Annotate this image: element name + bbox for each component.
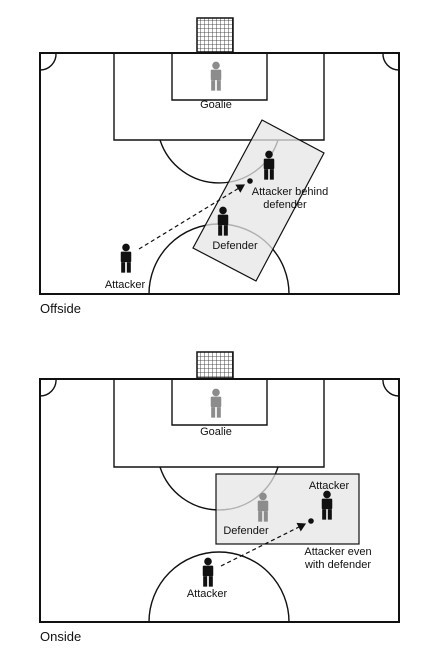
onside-zone bbox=[215, 473, 360, 545]
attacker-even-label-line1: Attacker even bbox=[304, 546, 371, 558]
attacker-even-label-line2: with defender bbox=[304, 559, 371, 571]
ball bbox=[247, 178, 253, 184]
attacker-top-label: Attacker bbox=[309, 480, 350, 492]
attacker-label: Attacker bbox=[187, 588, 228, 600]
field-boundary bbox=[39, 378, 400, 623]
corner-arc-left bbox=[39, 52, 57, 71]
onside-caption: Onside bbox=[40, 629, 81, 644]
onside-diagram: Goalie Attacker Defender Attacker even w… bbox=[39, 351, 400, 644]
goalie-label: Goalie bbox=[200, 99, 232, 111]
corner-arc-right bbox=[382, 378, 400, 397]
attacker-figure bbox=[120, 243, 132, 273]
corner-arc-left bbox=[39, 378, 57, 397]
goalie-label: Goalie bbox=[200, 426, 232, 438]
goal-box bbox=[171, 379, 268, 426]
penalty-box bbox=[113, 53, 325, 141]
attacker-behind-label-line1: Attacker behind bbox=[252, 186, 328, 198]
goal-net bbox=[196, 351, 234, 379]
center-circle bbox=[148, 551, 290, 623]
attacker-label: Attacker bbox=[105, 279, 146, 291]
ball bbox=[308, 518, 314, 524]
goalie-figure bbox=[210, 61, 222, 91]
penalty-box bbox=[113, 379, 325, 468]
offside-diagram: Goalie Attacker behind defender Defender… bbox=[39, 17, 400, 316]
goalie-figure bbox=[210, 388, 222, 418]
defender-label: Defender bbox=[212, 240, 258, 252]
pass-arrow bbox=[220, 522, 307, 567]
goal-net bbox=[196, 17, 234, 53]
goal-box bbox=[171, 53, 268, 101]
corner-arc-right bbox=[382, 52, 400, 71]
offside-caption: Offside bbox=[40, 301, 81, 316]
attacker-figure bbox=[202, 557, 214, 587]
defender-label: Defender bbox=[223, 525, 269, 537]
field-boundary bbox=[39, 52, 400, 295]
offside-zone bbox=[192, 119, 325, 282]
attacker-behind-label-line2: defender bbox=[263, 199, 307, 211]
